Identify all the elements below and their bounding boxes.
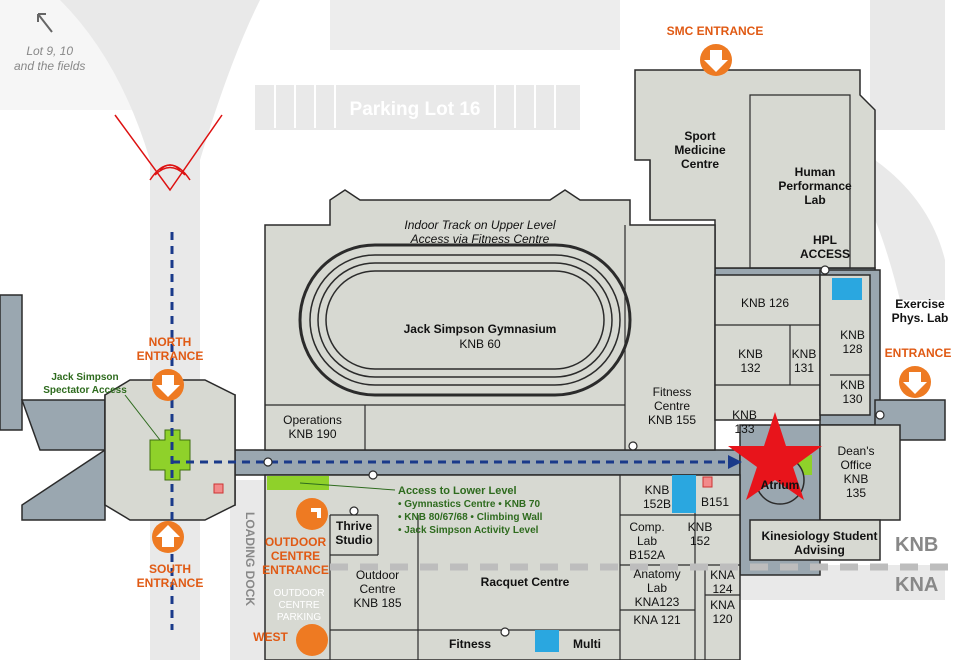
lower-level-access-area [267, 476, 329, 490]
you-are-here-star [728, 412, 822, 500]
door-markers [263, 265, 885, 637]
knb-132-label: KNB 132 [738, 347, 763, 375]
kna-edge-label: KNA [895, 574, 939, 596]
outdoor-centre-entrance-label: OUTDOOR CENTRE ENTRANCE [262, 535, 329, 577]
gymnasium-room-number: KNB 60 [459, 337, 501, 351]
racquet-centre-label: Racquet Centre [480, 575, 570, 589]
restroom-icons [535, 278, 862, 652]
north-entrance-label: NORTH ENTRANCE [136, 335, 204, 363]
east-entrance-icon [899, 366, 931, 398]
smc-entrance-label: SMC ENTRANCE [666, 24, 764, 38]
lot-9-direction-arrow [37, 13, 53, 33]
spectator-leader-line [124, 394, 161, 441]
kna-124-label: KNA 124 [710, 568, 735, 596]
operations-label: Operations KNB 190 [283, 413, 342, 441]
knb-152b-label: KNB 152B [642, 483, 672, 511]
indoor-track-note: Indoor Track on Upper Level Access via F… [404, 218, 556, 246]
lot-9-10-label: Lot 9, 10 and the fields [14, 44, 86, 73]
lower-level-item-2: • KNB 80/67/68 • Climbing Wall [398, 512, 543, 523]
spectator-access-note: Jack Simpson Spectator Access [43, 372, 127, 396]
south-entrance-label: SOUTH ENTRANCE [136, 562, 204, 590]
outdoor-centre-entrance-icon [296, 498, 328, 530]
small-markers [213, 476, 713, 494]
knb-edge-label: KNB [895, 534, 939, 556]
spectator-access-area [149, 429, 191, 481]
thrive-studio-label: Thrive Studio [335, 519, 373, 547]
kinesiology-advising-label: Kinesiology Student Advising [761, 529, 878, 557]
lower-level-leader-line [299, 482, 396, 491]
fitness-centre-label: Fitness Centre KNB 155 [647, 385, 697, 427]
comp-lab-label: Comp. Lab B152A [628, 520, 666, 562]
sport-medicine-label: Sport Medicine Centre [674, 129, 726, 171]
multi-label: Multi [573, 637, 601, 651]
lower-level-title: Access to Lower Level [398, 485, 517, 497]
parking-lot-16-stalls [274, 85, 556, 128]
knb-133-label: KNB 133 [732, 408, 757, 436]
knb-128-label: KNB 128 [840, 328, 865, 356]
south-entrance-icon [152, 521, 184, 553]
loading-dock-label: LOADING DOCK [243, 512, 257, 606]
smc-entrance-icon [700, 44, 732, 76]
deans-office-label: Dean's Office KNB 135 [837, 444, 875, 500]
east-entrance-label: ENTRANCE [884, 346, 952, 360]
exercise-phys-lab-label: Exercise Phys. Lab [891, 297, 949, 325]
lower-level-item-1: • Gymnastics Centre • KNB 70 [398, 499, 541, 510]
lower-level-item-3: • Jack Simpson Activity Level [398, 525, 539, 536]
b151-label: B151 [700, 495, 730, 509]
gymnasium-label: Jack Simpson Gymnasium [403, 322, 557, 336]
kna-120-label: KNA 120 [710, 598, 735, 626]
anatomy-lab-label: Anatomy Lab KNA123 [633, 567, 681, 609]
entrance-markers [152, 44, 931, 656]
fitness-bottom-label: Fitness [448, 637, 491, 651]
west-entrance-label: WEST [253, 630, 288, 644]
knb-152-label: KNB 152 [687, 520, 713, 548]
kna-121-label: KNA 121 [633, 613, 681, 627]
hpl-access-label: HPL ACCESS [799, 233, 850, 261]
outdoor-centre-label: Outdoor Centre KNB 185 [353, 568, 402, 610]
west-entrance-icon [296, 624, 328, 656]
gateway-icon [114, 114, 223, 192]
route-line [170, 232, 725, 630]
outdoor-centre-parking-label: OUTDOOR CENTRE PARKING [273, 588, 325, 623]
route-arrow-head [728, 455, 742, 469]
north-entrance-icon [152, 369, 184, 401]
knb-131-label: KNB 131 [791, 347, 817, 375]
knb-126-label: KNB 126 [740, 296, 790, 310]
parking-lot-16-label: Parking Lot 16 [349, 99, 481, 120]
knb-130-label: KNB 130 [840, 378, 865, 406]
atrium-label: Atrium [760, 478, 800, 492]
human-performance-lab-label: Human Performance Lab [778, 165, 852, 207]
running-track [298, 243, 632, 397]
